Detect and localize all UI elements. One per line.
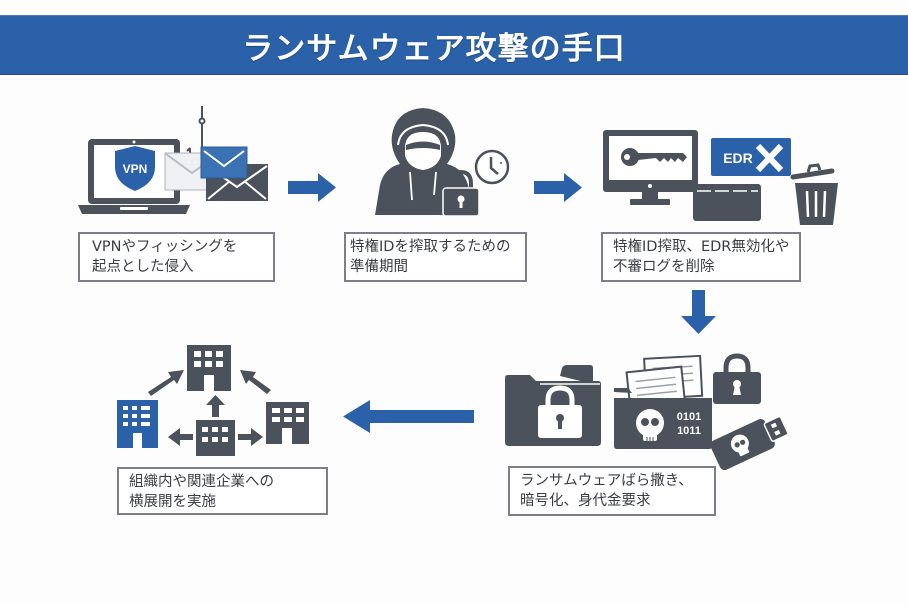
- step-2-illustration: [375, 108, 510, 217]
- step-1-illustration: VPN: [78, 106, 268, 214]
- locked-folder-icon: [505, 365, 601, 446]
- spread-arrows-icon: [148, 370, 271, 446]
- flow-arrow-down: [681, 290, 716, 334]
- binary-line-1: 0101: [677, 411, 701, 423]
- step-3-description: 特権ID搾取、EDR無効化や 不審ログを削除: [601, 232, 801, 282]
- vpn-shield-icon: VPN: [115, 146, 155, 191]
- step-4-line-1: ランサムウェアばら撒き、: [520, 473, 693, 489]
- key-icon: [621, 148, 687, 166]
- step-4-line-2: 暗号化、身代金要求: [520, 493, 651, 509]
- skull-folder-icon: 0101 1011: [614, 354, 712, 449]
- building-origin-icon: [196, 420, 235, 456]
- step-1-line-2: 起点とした侵入: [92, 259, 194, 275]
- envelope-icon: [164, 146, 268, 201]
- step-3-line-2: 不審ログを削除: [613, 259, 715, 275]
- building-icon: [187, 345, 231, 391]
- skull-icon: [636, 409, 664, 441]
- step-5-line-1: 組織内や関連企業への: [129, 474, 274, 490]
- step-3-line-1: 特権ID搾取、EDR無効化や: [613, 239, 790, 255]
- padlock-icon: [442, 169, 480, 217]
- step-1-description: VPNやフィッシングを 起点とした侵入: [78, 232, 275, 282]
- flow-arrow-left: [343, 400, 474, 433]
- step-2-description: 特権IDを搾取するための 準備期間: [344, 232, 527, 282]
- step-3-illustration: EDR: [603, 130, 838, 225]
- step-2-line-1: 特権IDを搾取するための: [350, 239, 511, 255]
- monitor-icon: [603, 130, 698, 205]
- step-4-illustration: 0101 1011: [505, 353, 789, 471]
- building-highlighted-icon: [117, 400, 158, 448]
- step-2-line-2: 準備期間: [350, 259, 408, 275]
- trash-can-icon: [790, 163, 838, 225]
- title-banner: ランサムウェア攻撃の手口: [0, 15, 908, 75]
- step-5-line-2: 横展開を実施: [129, 494, 216, 510]
- vpn-label: VPN: [123, 162, 148, 176]
- clock-icon: [474, 149, 510, 185]
- building-icon: [266, 402, 309, 444]
- edr-disabled-badge-icon: EDR: [711, 138, 791, 176]
- padlock-small-icon: [713, 353, 761, 404]
- flow-arrow-right-2: [534, 173, 582, 202]
- step-5-description: 組織内や関連企業への 横展開を実施: [117, 467, 328, 515]
- step-1-line-1: VPNやフィッシングを: [92, 239, 238, 255]
- step-5-illustration: [117, 345, 309, 456]
- keyboard-icon: [693, 184, 761, 221]
- malicious-usb-icon: [710, 415, 789, 471]
- step-4-description: ランサムウェアばら撒き、 暗号化、身代金要求: [508, 466, 716, 516]
- page-title: ランサムウェア攻撃の手口: [242, 30, 626, 67]
- edr-label: EDR: [723, 150, 753, 166]
- flow-arrow-right-1: [288, 173, 336, 202]
- binary-line-2: 1011: [677, 425, 701, 437]
